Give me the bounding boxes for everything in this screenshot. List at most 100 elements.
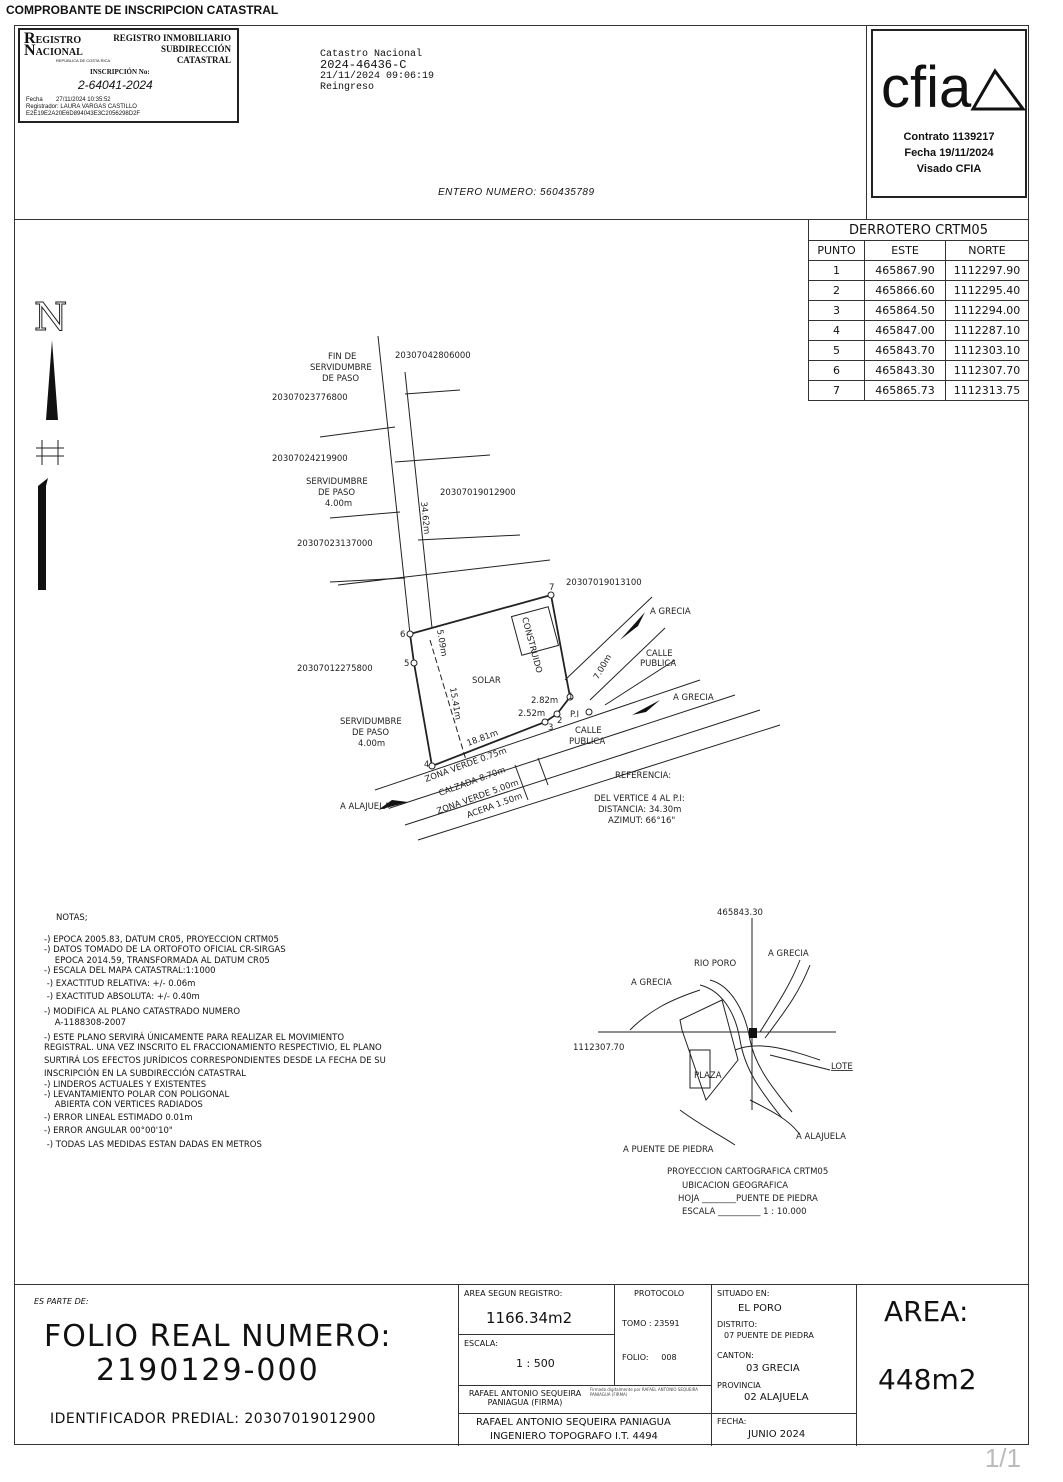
cfia-stamp: cfia Contrato 1139217 Fecha 19/11/2024 V… <box>871 29 1027 198</box>
svg-text:34.62m: 34.62m <box>418 501 431 534</box>
arrow-a-grecia-2 <box>632 700 660 715</box>
protocolo-label: PROTOCOLO <box>634 1289 685 1298</box>
svg-text:DE PASO: DE PASO <box>318 488 355 498</box>
svg-text:HOJA ________PUENTE DE PIEDRA: HOJA ________PUENTE DE PIEDRA <box>678 1194 818 1204</box>
area-title: AREA: <box>884 1295 969 1328</box>
distrito-label: DISTRITO: <box>717 1320 758 1329</box>
document-header-title: COMPROBANTE DE INSCRIPCION CATASTRAL <box>6 3 279 17</box>
cfia-panel <box>866 25 1029 219</box>
svg-text:PROYECCION CARTOGRAFICA CRTM05: PROYECCION CARTOGRAFICA CRTM05 <box>667 1167 828 1177</box>
canton-label: CANTON: <box>717 1351 754 1360</box>
svg-text:A PUENTE DE PIEDRA: A PUENTE DE PIEDRA <box>623 1145 714 1155</box>
registry-stamp: REGISTRO NACIONAL REPÚBLICA DE COSTA RIC… <box>18 28 239 123</box>
folio-line1: FOLIO REAL NUMERO: <box>44 1319 392 1354</box>
svg-text:SERVIDUMBRE: SERVIDUMBRE <box>340 717 402 727</box>
svg-text:PUBLICA: PUBLICA <box>640 659 676 669</box>
canton-value: 03 GRECIA <box>746 1363 800 1374</box>
cfia-fecha: Fecha 19/11/2024 <box>904 147 994 159</box>
svg-text:CALLE: CALLE <box>575 726 602 736</box>
identificador-predial: IDENTIFICADOR PREDIAL: 20307019012900 <box>50 1411 377 1427</box>
provincia-label: PROVINCIA <box>717 1381 761 1390</box>
arrow-a-grecia-1 <box>620 612 645 640</box>
svg-text:AZIMUT: 66°16": AZIMUT: 66°16" <box>608 816 675 826</box>
digital-signature: Firmado digitalmente por RAFAEL ANTONIO … <box>590 1387 698 1397</box>
svg-text:P.I: P.I <box>570 710 579 720</box>
svg-text:5: 5 <box>404 659 409 669</box>
lote-marker <box>749 1028 757 1038</box>
svg-text:A ALAJUELA: A ALAJUELA <box>796 1132 846 1142</box>
svg-text:PUBLICA: PUBLICA <box>569 737 605 747</box>
svg-text:CALLE: CALLE <box>646 649 673 659</box>
svg-text:2: 2 <box>557 716 562 726</box>
svg-text:SERVIDUMBRE: SERVIDUMBRE <box>310 363 372 373</box>
svg-text:20307019012900: 20307019012900 <box>440 488 516 498</box>
arrow-a-alajuela <box>378 800 408 810</box>
svg-text:REFERENCIA:: REFERENCIA: <box>615 771 671 781</box>
inscription-number: 2-64041-2024 <box>78 78 153 92</box>
svg-text:4.00m: 4.00m <box>325 499 352 509</box>
title-block: ES PARTE DE: FOLIO REAL NUMERO: 2190129-… <box>14 1284 1029 1446</box>
svg-text:A GRECIA: A GRECIA <box>768 949 809 959</box>
svg-text:cfia: cfia <box>881 55 972 113</box>
es-parte-de: ES PARTE DE: <box>34 1297 89 1306</box>
svg-text:20307042806000: 20307042806000 <box>395 351 471 361</box>
svg-text:7: 7 <box>549 583 554 593</box>
registro-nacional-logo: REGISTRO NACIONAL <box>24 30 83 59</box>
svg-text:1: 1 <box>568 692 573 702</box>
page-indicator: 1/1 <box>984 1443 1021 1473</box>
cfia-contrato: Contrato 1139217 <box>903 131 995 143</box>
svg-text:N: N <box>34 295 67 339</box>
svg-text:2.82m: 2.82m <box>531 696 558 706</box>
fecha-value: JUNIO 2024 <box>748 1429 806 1440</box>
engineer-name: RAFAEL ANTONIO SEQUEIRA PANIAGUA <box>476 1417 671 1428</box>
svg-text:20307023776800: 20307023776800 <box>272 393 348 403</box>
svg-text:PLAZA: PLAZA <box>694 1071 722 1081</box>
svg-text:20307019013100: 20307019013100 <box>566 578 642 588</box>
svg-text:RIO PORO: RIO PORO <box>694 959 737 969</box>
svg-text:2.52m: 2.52m <box>518 709 545 719</box>
stamp-meta: Fecha 27/11/2024 10:35:52 Registrador: L… <box>26 97 141 117</box>
area-value: 448m2 <box>878 1363 977 1396</box>
svg-text:DE PASO: DE PASO <box>322 374 359 384</box>
logo-subtitle: REPÚBLICA DE COSTA RICA <box>56 58 111 63</box>
notes-block: NOTAS; -) EPOCA 2005.83, DATUM CR05, PRO… <box>44 913 386 1150</box>
provincia-value: 02 ALAJUELA <box>744 1392 809 1403</box>
svg-text:3: 3 <box>548 723 553 733</box>
svg-text:1112307.70: 1112307.70 <box>573 1043 624 1053</box>
svg-text:A GRECIA: A GRECIA <box>673 693 714 703</box>
svg-text:6: 6 <box>400 630 405 640</box>
folio-line2: 2190129-000 <box>96 1353 320 1388</box>
svg-text:20307024219900: 20307024219900 <box>272 454 348 464</box>
cfia-visado: Visado CFIA <box>916 163 982 175</box>
svg-text:465843.30: 465843.30 <box>717 908 763 918</box>
svg-text:20307012275800: 20307012275800 <box>297 664 373 674</box>
svg-text:A ALAJUELA: A ALAJUELA <box>340 802 390 812</box>
situado-value: EL PORO <box>738 1303 782 1314</box>
escala-value: 1 : 500 <box>516 1357 555 1370</box>
svg-text:SERVIDUMBRE: SERVIDUMBRE <box>306 477 368 487</box>
area-registro-value: 1166.34m2 <box>486 1309 573 1327</box>
svg-text:4.00m: 4.00m <box>358 739 385 749</box>
notes-title: NOTAS; <box>56 913 88 923</box>
svg-text:ESCALA __________ 1 : 10.000: ESCALA __________ 1 : 10.000 <box>682 1207 807 1217</box>
cfia-logo: cfia <box>877 53 1025 113</box>
svg-text:DEL VERTICE 4 AL P.I:: DEL VERTICE 4 AL P.I: <box>594 794 685 804</box>
distrito-value: 07 PUENTE DE PIEDRA <box>724 1331 814 1340</box>
svg-text:LOTE: LOTE <box>831 1062 853 1072</box>
folio-label: FOLIO: 008 <box>622 1353 677 1362</box>
svg-text:A GRECIA: A GRECIA <box>631 978 672 988</box>
entero-numero: ENTERO NUMERO: 560435789 <box>438 187 595 198</box>
north-arrow-icon: N <box>34 295 68 590</box>
situado-label: SITUADO EN: <box>717 1289 770 1298</box>
engineer-title: INGENIERO TOPOGRAFO I.T. 4494 <box>490 1431 658 1442</box>
table-header: PUNTO <box>808 240 865 261</box>
area-registro-label: AREA SEGUN REGISTRO: <box>464 1289 563 1298</box>
